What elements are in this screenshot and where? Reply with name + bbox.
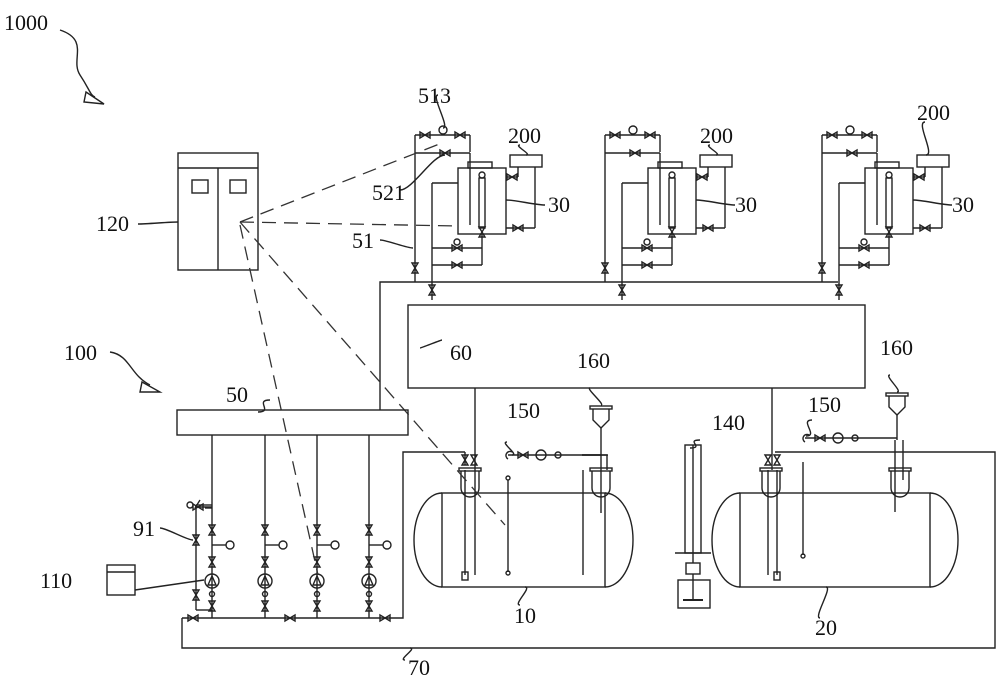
label-91: 91 (133, 516, 155, 541)
label-150: 150 (808, 392, 841, 417)
dispenser-30 (819, 126, 952, 300)
gauge-icon (331, 541, 339, 549)
label-1000: 1000 (4, 10, 48, 35)
gauge-icon (861, 239, 867, 245)
gauge-icon (226, 541, 234, 549)
label-160: 160 (880, 335, 913, 360)
label-521: 521 (372, 180, 405, 205)
label-60: 60 (450, 340, 472, 365)
valve-icon (774, 455, 780, 465)
label-10: 10 (514, 603, 536, 628)
label-30: 30 (735, 192, 757, 217)
gauge-icon (279, 541, 287, 549)
label-150: 150 (507, 398, 540, 423)
gauge-icon (187, 502, 193, 508)
label-200: 200 (700, 123, 733, 148)
tank-20 (403, 375, 958, 660)
gauge-icon (506, 476, 510, 480)
label-140: 140 (712, 410, 745, 435)
gauge-icon (506, 571, 510, 575)
label-70: 70 (408, 655, 430, 680)
pump-line (362, 435, 391, 618)
pump-line (205, 435, 234, 618)
leader-100 (110, 352, 160, 392)
label-50: 50 (226, 382, 248, 407)
gauge-icon (629, 126, 637, 134)
gauge-icon (383, 541, 391, 549)
column-140 (675, 445, 711, 608)
label-120: 120 (96, 211, 129, 236)
piping (182, 282, 995, 648)
valve-icon (471, 455, 477, 465)
gauge-icon (454, 239, 460, 245)
leader-120 (138, 222, 178, 224)
unit-110 (107, 565, 204, 595)
tank-10 (414, 388, 700, 605)
valve-icon (765, 455, 771, 465)
label-513: 513 (418, 83, 451, 108)
gauge-icon (439, 126, 447, 134)
label-160: 160 (577, 348, 610, 373)
pump-line (258, 435, 287, 618)
gauge-icon (479, 172, 485, 178)
label-30: 30 (952, 192, 974, 217)
label-110: 110 (40, 568, 72, 593)
header-60 (408, 305, 865, 388)
pump-line (310, 435, 339, 618)
gauge-icon (669, 172, 675, 178)
gauge-icon (801, 554, 805, 558)
gauge-icon (644, 239, 650, 245)
gauge-icon (846, 126, 854, 134)
leader-1000 (60, 30, 104, 104)
gauge-icon (886, 172, 892, 178)
label-20: 20 (815, 615, 837, 640)
manifold-50 (177, 410, 408, 435)
label-51: 51 (352, 228, 374, 253)
label-100: 100 (64, 340, 97, 365)
bypass-91 (160, 500, 390, 621)
label-30: 30 (548, 192, 570, 217)
label-200: 200 (508, 123, 541, 148)
label-200: 200 (917, 100, 950, 125)
